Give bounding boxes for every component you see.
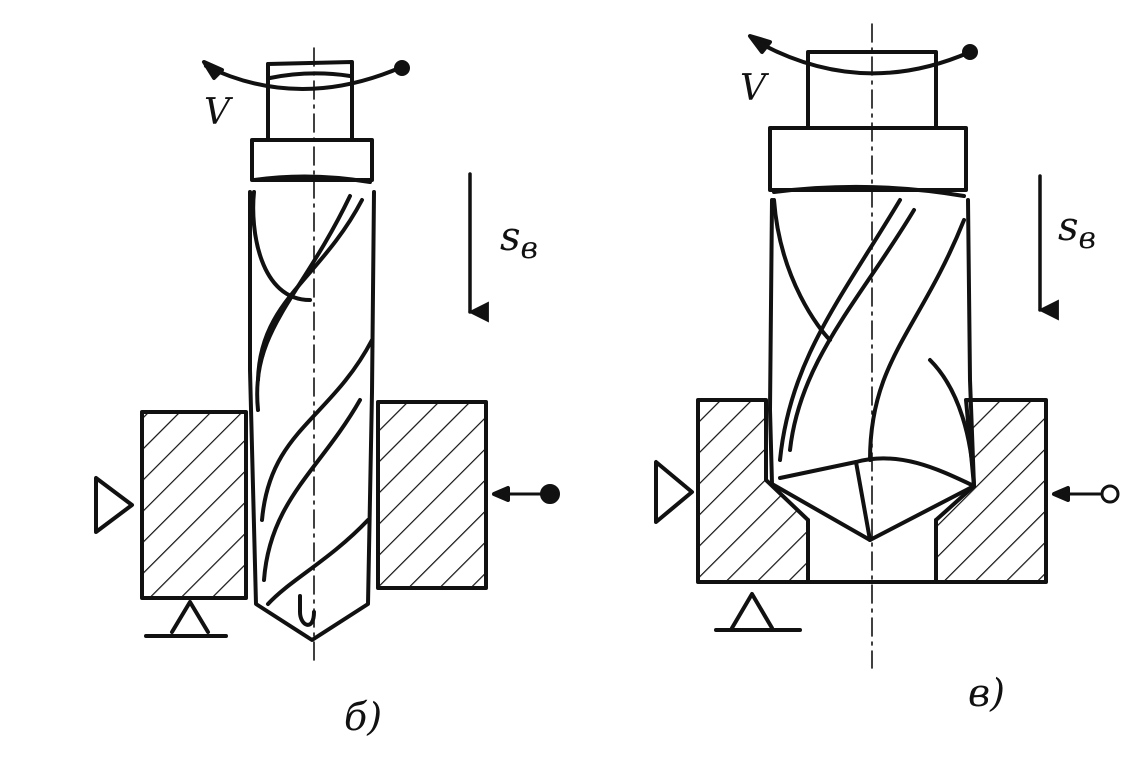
caption-b: б) [344,695,382,739]
feed-label-v: sв [1058,204,1096,256]
drill-body-v [768,198,976,542]
support-triangle-left-v [654,460,694,524]
rotation-arrow-b [204,64,406,91]
workpiece-left-block-v [696,398,810,584]
workpiece-left-block-b [140,410,248,600]
clamp-marker-filled-dot [540,484,560,504]
diagram-b [94,47,560,661]
clamp-marker-hollow-dot [1100,484,1120,504]
feed-label-b: sв [500,214,538,266]
pilot-hole-v [806,518,938,584]
support-triangle-bottom-v [730,592,774,630]
drill-shank-v [768,50,968,198]
support-triangle-left-b [94,476,134,534]
caption-v: в) [968,671,1005,715]
workpiece-right-block-v [934,398,1048,584]
speed-label-b: V [204,92,234,133]
drill-shank-b [250,60,374,184]
workpiece-right-block-b [376,400,488,590]
diagram-v [654,23,1120,669]
support-triangle-bottom-b [170,600,210,634]
rotation-arrow-v [752,38,972,76]
drill-body-b [248,190,376,642]
speed-label-v: V [740,68,770,109]
